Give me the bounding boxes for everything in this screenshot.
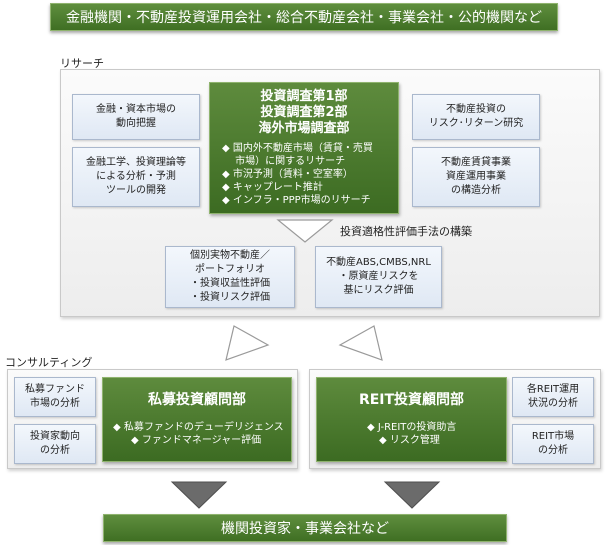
box-line: 市場の分析 xyxy=(30,398,80,409)
research-box-financial-markets: 金融・資本市場の 動向把握 xyxy=(72,94,200,140)
private-department-box: 私募投資顧問部 ◆ 私募ファンドのデューデリジェンス ◆ ファンドマネージャー評… xyxy=(102,377,292,462)
dept-bullet: 市場）に関するリサーチ xyxy=(222,156,346,167)
dept-bullet: ◆ リスク管理 xyxy=(379,435,440,446)
private-box-market-analysis: 私募ファンド 市場の分析 xyxy=(14,377,96,417)
box-line: 私募ファンド xyxy=(25,384,85,395)
reit-box-operation-analysis: 各REIT運用 状況の分析 xyxy=(512,377,594,417)
diagonal-arrow-right-icon xyxy=(338,325,383,361)
reit-dept-title: REIT投資顧問部 xyxy=(358,392,465,408)
box-line: 金融工学、投資理論等 xyxy=(86,157,186,168)
box-line: ポートフォリオ xyxy=(195,264,265,275)
consulting-section-label: コンサルティング xyxy=(5,356,93,369)
diagonal-arrow-left-icon xyxy=(225,325,270,361)
reit-box-market-analysis: REIT市場 の分析 xyxy=(512,424,594,464)
dept-bullet: ◆ 私募ファンドのデューデリジェンス xyxy=(113,422,284,433)
research-department-box: 投資調査第1部 投資調査第2部 海外市場調査部 ◆ 国内外不動産市場（賃貸・売買… xyxy=(209,82,399,214)
box-line: 不動産ABS,CMBS,NRL xyxy=(326,257,431,268)
box-line: 不動産賃貸事業 xyxy=(441,157,511,168)
box-line: の構造分析 xyxy=(451,185,501,196)
reit-department-box: REIT投資顧問部 ◆ J-REITの投資助言 ◆ リスク管理 xyxy=(316,377,507,462)
dept-title-line: 投資調査第1部 xyxy=(260,89,348,104)
dept-bullet: ◆ インフラ・PPP市場のリサーチ xyxy=(222,195,371,206)
research-box-real-estate-portfolio: 個別実物不動産／ ポートフォリオ ・投資収益性評価 ・投資リスク評価 xyxy=(165,246,295,308)
top-banner: 金融機関・不動産投資運用会社・総合不動産会社・事業会社・公的機関など xyxy=(50,3,558,31)
research-section-label: リサーチ xyxy=(60,57,104,70)
box-line: 投資家動向 xyxy=(30,431,80,442)
box-line: REIT市場 xyxy=(531,431,575,442)
down-arrow-gray-right-icon xyxy=(383,481,441,509)
box-line: ツールの開発 xyxy=(106,185,166,196)
down-arrow-gray-left-icon xyxy=(170,481,228,509)
box-line: による分析・予測 xyxy=(96,171,176,182)
down-arrow-icon xyxy=(276,219,334,243)
box-line: の分析 xyxy=(538,445,568,456)
box-line: 動向把握 xyxy=(116,118,156,129)
dept-bullet: ◆ 市況予測（賃料・空室率） xyxy=(222,169,353,180)
box-line: の分析 xyxy=(40,445,70,456)
arrow-caption: 投資適格性評価手法の構築 xyxy=(340,225,472,238)
box-line: 金融・資本市場の xyxy=(96,104,176,115)
box-line: ・投資リスク評価 xyxy=(190,292,270,303)
private-dept-title: 私募投資顧問部 xyxy=(148,392,246,408)
box-line: 状況の分析 xyxy=(528,398,578,409)
dept-bullet: ◆ ファンドマネージャー評価 xyxy=(131,435,262,446)
box-line: 個別実物不動産／ xyxy=(190,250,270,261)
research-box-abs-cmbs: 不動産ABS,CMBS,NRL ・原資産リスクを 基にリスク評価 xyxy=(315,246,442,308)
private-box-investor-analysis: 投資家動向 の分析 xyxy=(14,424,96,464)
box-line: ・投資収益性評価 xyxy=(190,278,270,289)
research-box-financial-engineering: 金融工学、投資理論等 による分析・予測 ツールの開発 xyxy=(72,147,200,207)
box-line: 資産運用事業 xyxy=(446,171,506,182)
dept-bullet: ◆ J-REITの投資助言 xyxy=(367,422,457,433)
dept-bullet: ◆ キャップレート推計 xyxy=(222,182,323,193)
research-box-risk-return: 不動産投資の リスク･リターン研究 xyxy=(412,94,540,140)
dept-title-line: 海外市場調査部 xyxy=(258,121,350,136)
box-line: 基にリスク評価 xyxy=(343,285,414,296)
dept-bullet: ◆ 国内外不動産市場（賃貸・売買 xyxy=(222,143,373,154)
box-line: リスク･リターン研究 xyxy=(428,118,524,129)
box-line: ・原資産リスクを xyxy=(338,271,419,282)
box-line: 不動産投資の xyxy=(446,104,506,115)
box-line: 各REIT運用 xyxy=(526,384,580,395)
dept-title-line: 投資調査第2部 xyxy=(260,105,348,120)
research-box-structure-analysis: 不動産賃貸事業 資産運用事業 の構造分析 xyxy=(412,147,540,207)
bottom-banner: 機関投資家・事業会社など xyxy=(103,514,507,542)
